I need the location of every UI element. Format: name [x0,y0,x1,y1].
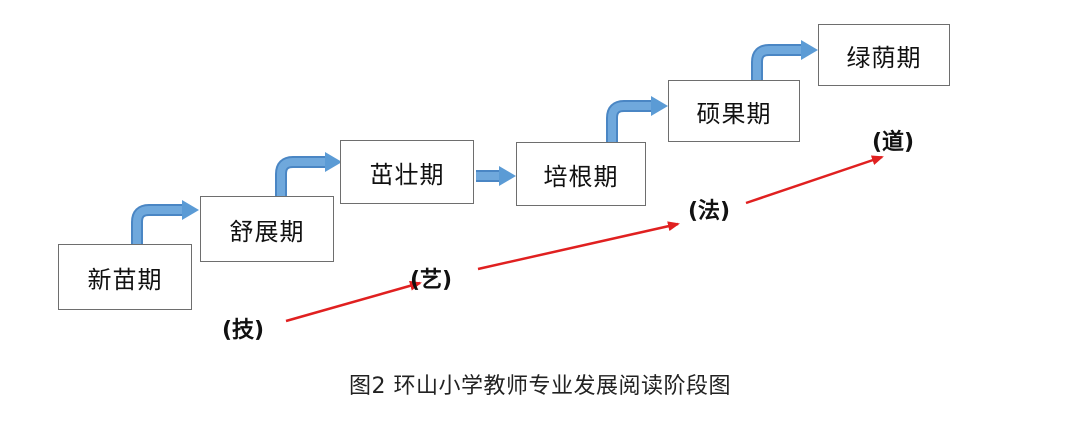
stage-box-lvyin: 绿荫期 [818,24,950,86]
skill-arrow-3 [745,155,884,205]
stage-box-zhuozhuang: 茁壮期 [340,140,474,204]
skill-label-dao: (道) [872,130,915,155]
skill-label-yi: (艺) [410,268,453,293]
stage-box-xinmiao: 新苗期 [58,244,192,310]
stage-label: 绿荫期 [846,43,922,72]
skill-arrow-1 [285,280,422,323]
stage-arrow-3 [476,166,516,186]
skill-label-fa: (法) [688,199,731,224]
stage-arrow-1 [131,200,199,244]
stage-label: 茁壮期 [369,160,445,189]
stage-box-shuzhan: 舒展期 [200,196,334,262]
stage-arrow-2 [275,152,342,196]
figure-caption: 图2 环山小学教师专业发展阅读阶段图 [349,374,731,399]
stage-label: 硕果期 [696,99,772,128]
stage-box-peigen: 培根期 [516,142,646,206]
skill-label-ji: (技) [222,318,265,343]
stage-arrow-5 [751,40,818,80]
skill-arrow-2 [477,221,680,271]
stage-label: 培根期 [543,162,619,191]
stage-label: 舒展期 [229,217,305,246]
stage-arrow-4 [606,96,668,142]
stage-box-shuoguo: 硕果期 [668,80,800,142]
stage-label: 新苗期 [87,265,163,294]
